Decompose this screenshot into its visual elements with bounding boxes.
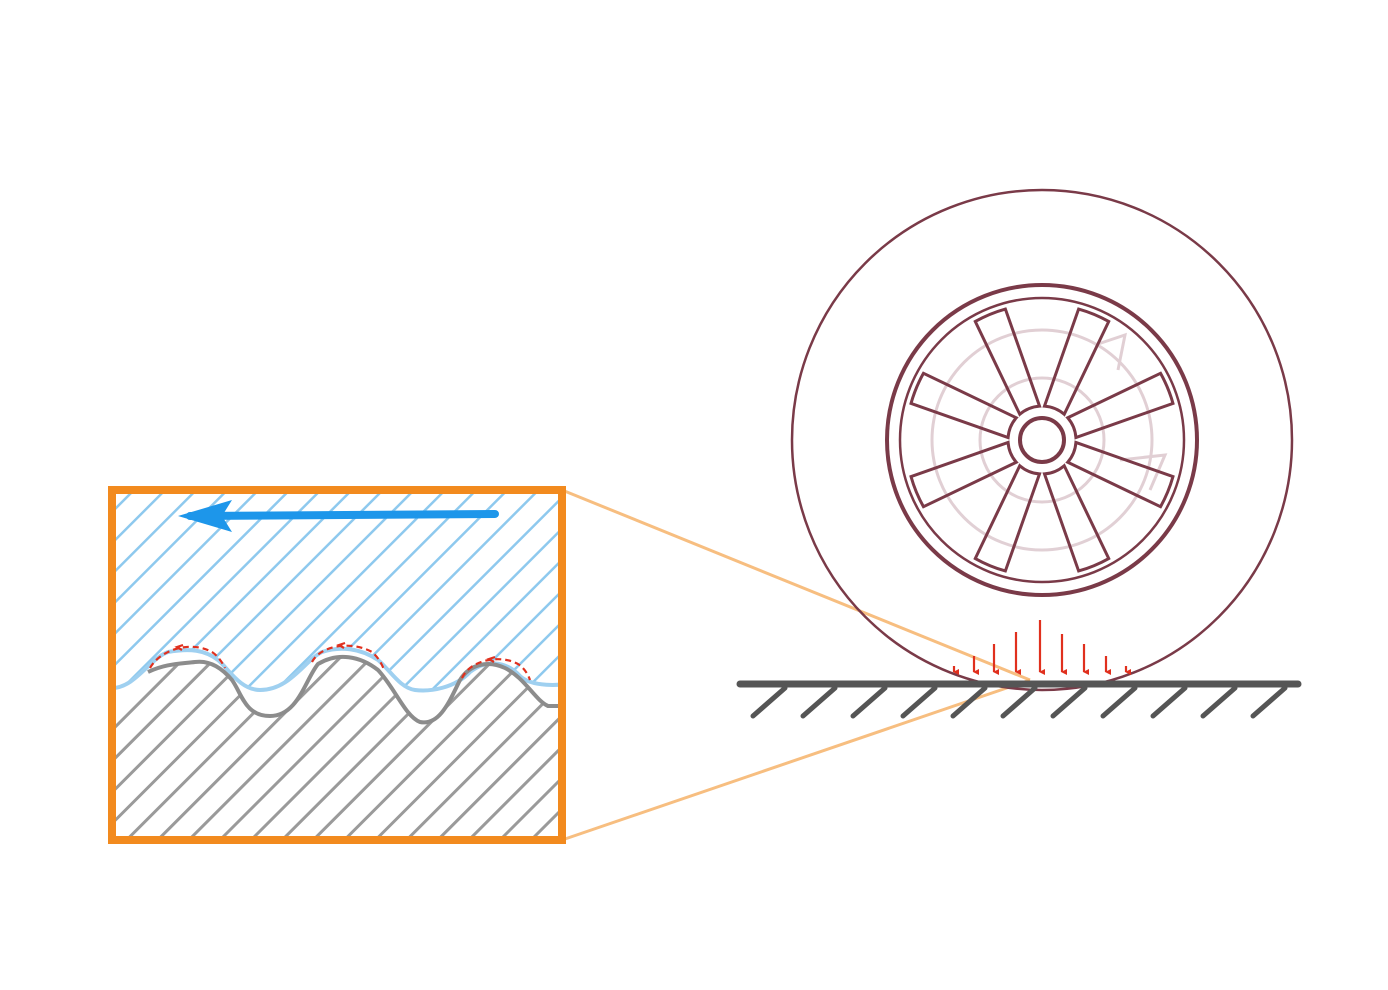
ground-hatch-mark <box>850 685 888 719</box>
wheel <box>790 188 1294 692</box>
zoom-line-bottom <box>561 678 1031 842</box>
brake-disc <box>930 328 1168 552</box>
ground-hatch <box>750 685 1288 719</box>
ground-hatch-mark <box>1000 685 1038 719</box>
spoke-opening <box>973 463 1042 573</box>
tire-outline <box>790 188 1294 692</box>
hub <box>1018 416 1066 464</box>
ground-hatch-mark <box>1250 685 1288 719</box>
spoke-opening <box>1042 307 1111 417</box>
spoke-opening <box>909 440 1019 509</box>
ground-hatch-mark <box>1150 685 1188 719</box>
ground-hatch-mark <box>1050 685 1088 719</box>
tire-rubber-region <box>112 490 562 691</box>
spoke-opening <box>1042 463 1111 573</box>
spoke-opening <box>973 307 1042 417</box>
ground-hatch-mark <box>1200 685 1238 719</box>
ground-hatch-mark <box>800 685 838 719</box>
spoke-opening <box>909 371 1019 440</box>
rim-outer <box>885 283 1199 597</box>
ground-hatch-mark <box>950 685 988 719</box>
zoom-inset <box>108 486 566 844</box>
zoom-line-top <box>561 488 1031 682</box>
friction-marks <box>149 641 532 681</box>
zoom-connector-lines <box>561 488 1031 842</box>
spokes <box>909 307 1175 573</box>
road-surface-region <box>112 657 562 840</box>
rim-inner <box>898 296 1186 584</box>
spoke-opening <box>1065 371 1175 440</box>
zoom-frame <box>108 486 566 844</box>
motion-direction-arrow <box>178 500 499 532</box>
pressure-distribution <box>952 620 1131 675</box>
spoke-opening <box>1065 440 1175 509</box>
ground-hatch-mark <box>1100 685 1138 719</box>
road-surface-edge <box>147 654 562 725</box>
ground <box>736 680 1302 719</box>
ground-hatch-mark <box>750 685 788 719</box>
ground-hatch-mark <box>900 685 938 719</box>
